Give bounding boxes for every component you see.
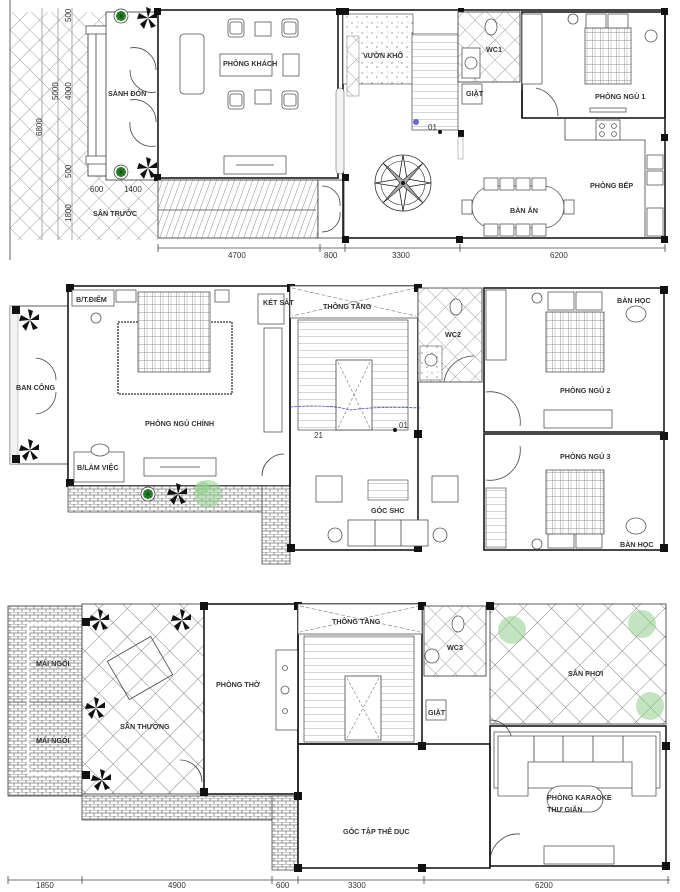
label-ban-hoc-top: BÀN HỌC: [617, 296, 651, 305]
label-wc3: WC3: [447, 643, 463, 652]
label-giat-f1: GIẶT: [466, 89, 484, 98]
label-phong-ngu-chinh: PHÒNG NGỦ CHÍNH: [145, 419, 214, 428]
label-sanh-don: SẢNH ĐÓN: [108, 89, 146, 98]
label-goc-tap-the-duc: GÓC TẬP THỂ DỤC: [343, 827, 410, 836]
dim-left-1800: 1800: [64, 204, 73, 222]
label-phong-ngu-1: PHÒNG NGỦ 1: [595, 92, 645, 101]
dim-left-6800: 6800: [35, 118, 44, 136]
label-ket-sat: KÉT SẮT: [263, 298, 294, 307]
stair-mark-01-f2: 01: [399, 421, 408, 430]
dim-600: 600: [276, 881, 290, 890]
label-phong-bep: PHÒNG BẾP: [590, 180, 633, 190]
label-vuon-kho: VƯỜN KHÔ: [363, 51, 403, 60]
label-ban-cong: BAN CÔNG: [16, 383, 56, 392]
dim-4900: 4900: [168, 881, 186, 890]
ground-floor-plan: SẢNH ĐÓN PHÒNG KHÁCH SÂN TRƯỚC VƯỜN KHÔ …: [9, 0, 668, 260]
dim-6200: 6200: [550, 251, 568, 260]
dim-600: 600: [90, 185, 104, 194]
label-ban-an: BÀN ĂN: [510, 206, 538, 215]
label-mai-ngoi-1: MÁI NGÓI: [36, 659, 70, 668]
compass-rose-icon: [374, 154, 432, 212]
dim-3300-f3: 3300: [348, 881, 366, 890]
stair-mark-f1: 01: [428, 123, 437, 132]
label-phong-khach: PHÒNG KHÁCH: [223, 59, 277, 68]
dim-800: 800: [324, 251, 338, 260]
label-san-thuong: SÂN THƯỢNG: [120, 722, 170, 731]
label-mai-ngoi-2: MÁI NGÓI: [36, 736, 70, 745]
second-floor-plan: B/T.ĐIỂM KÉT SẮT BAN CÔNG PHÒNG NGỦ CHÍN…: [9, 284, 668, 565]
dim-3300: 3300: [392, 251, 410, 260]
dim-left-4000: 4000: [64, 82, 73, 100]
label-wc1: WC1: [486, 45, 502, 54]
label-san-truoc: SÂN TRƯỚC: [93, 209, 137, 218]
label-giat-f3: GIẶT: [428, 708, 446, 717]
label-thong-tang-f3: THÔNG TẦNG: [332, 616, 381, 626]
label-thu-gian: THƯ GIÃN: [547, 805, 583, 814]
dim-left-500b: 500: [64, 164, 73, 178]
label-b-lam-viec: B/LÀM VIỆC: [77, 463, 119, 472]
label-phong-ngu-2: PHÒNG NGỦ 2: [560, 386, 610, 395]
dim-1850: 1850: [36, 881, 54, 890]
label-thong-tang-f2: THÔNG TẦNG: [323, 301, 372, 311]
label-san-phoi: SÂN PHƠI: [568, 669, 603, 678]
dim-1400: 1400: [124, 185, 142, 194]
label-goc-shc: GÓC SHC: [371, 506, 405, 515]
label-phong-tho: PHÒNG THỜ: [216, 680, 261, 689]
third-floor-plan: MÁI NGÓI MÁI NGÓI SÂN THƯỢNG PHÒNG THỜ T…: [7, 602, 670, 890]
label-phong-karaoke: PHÒNG KARAOKE: [547, 793, 612, 802]
label-wc2: WC2: [445, 330, 461, 339]
label-ban-hoc-bottom: BÀN HỌC: [620, 540, 654, 549]
dim-4700: 4700: [228, 251, 246, 260]
stair-mark-21: 21: [314, 431, 323, 440]
dim-6200-f3: 6200: [535, 881, 553, 890]
dim-left-500a: 500: [64, 8, 73, 22]
label-phong-ngu-3: PHÒNG NGỦ 3: [560, 452, 610, 461]
dim-left-5000: 5000: [51, 82, 60, 100]
label-bt-diem: B/T.ĐIỂM: [76, 295, 107, 304]
